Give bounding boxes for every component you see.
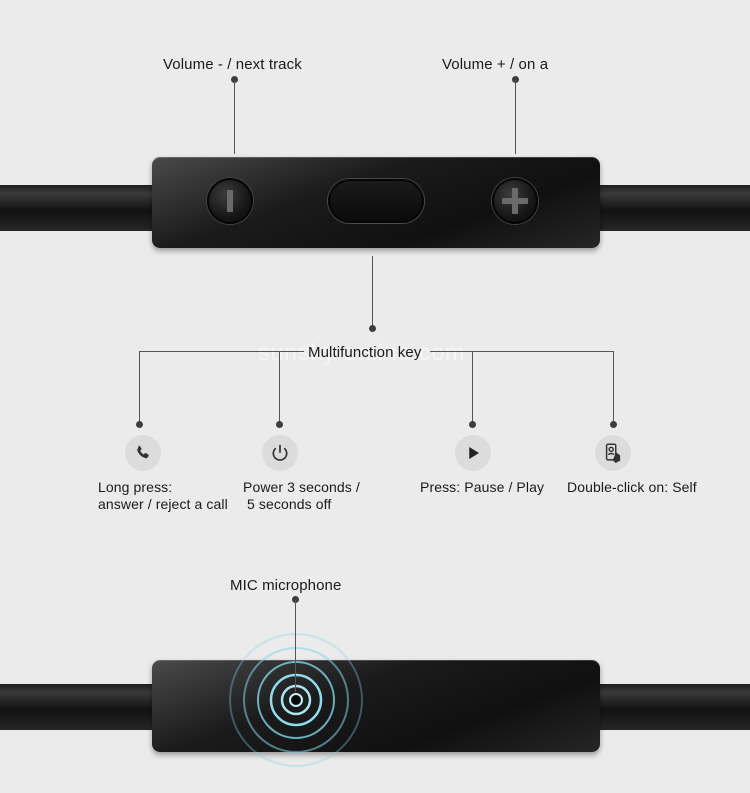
callout-dot xyxy=(292,596,299,603)
long-press-label-1: Long press: xyxy=(98,479,173,495)
branch-line xyxy=(613,351,614,423)
callout-dot xyxy=(231,76,238,83)
phone-icon xyxy=(125,435,161,471)
callout-dot xyxy=(369,325,376,332)
remote-control xyxy=(152,157,600,248)
branch-line xyxy=(430,351,614,352)
callout-dot xyxy=(512,76,519,83)
branch-line xyxy=(472,351,473,423)
power-icon xyxy=(262,435,298,471)
cable-left-bottom xyxy=(0,684,160,730)
plus-icon xyxy=(502,188,528,214)
volume-down-button[interactable] xyxy=(207,178,253,224)
power-label-1: Power 3 seconds / xyxy=(243,479,360,495)
long-press-label-2: answer / reject a call xyxy=(98,496,228,512)
volume-up-button[interactable] xyxy=(492,178,538,224)
callout-line xyxy=(515,80,516,154)
multifunction-button[interactable] xyxy=(328,179,424,223)
cable-left-top xyxy=(0,185,160,231)
volume-down-label: Volume - / next track xyxy=(163,56,302,73)
callout-line xyxy=(234,80,235,154)
selfie-icon xyxy=(595,435,631,471)
watermark: sunsky-online.com xyxy=(258,339,466,365)
volume-up-label: Volume + / on a xyxy=(442,56,549,73)
multifunction-label: Multifunction key xyxy=(308,344,422,361)
mic-housing xyxy=(152,660,600,752)
branch-line xyxy=(139,351,140,423)
callout-dot xyxy=(276,421,283,428)
branch-line xyxy=(139,351,304,352)
minus-icon xyxy=(227,190,233,212)
play-icon xyxy=(455,435,491,471)
cable-right-bottom xyxy=(596,684,750,730)
callout-dot xyxy=(136,421,143,428)
mic-label: MIC microphone xyxy=(230,577,342,594)
press-label: Press: Pause / Play xyxy=(420,479,545,495)
power-label-2: 5 seconds off xyxy=(247,496,332,512)
callout-line xyxy=(372,256,373,328)
callout-dot xyxy=(469,421,476,428)
cable-right-top xyxy=(596,185,750,231)
branch-line xyxy=(279,351,280,423)
double-click-label: Double-click on: Self xyxy=(567,479,697,495)
callout-dot xyxy=(610,421,617,428)
